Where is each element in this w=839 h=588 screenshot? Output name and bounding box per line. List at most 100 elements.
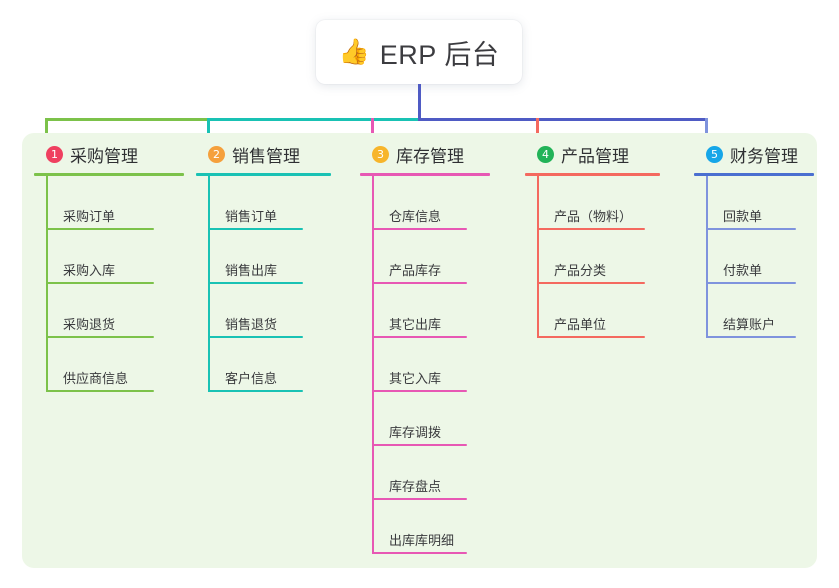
leaf-item-label: 其它出库 [389, 317, 442, 332]
column-title: 销售管理 [232, 146, 300, 166]
leaf-item-label: 采购入库 [63, 263, 116, 278]
column-badge-4: 4 [537, 145, 554, 163]
leaf-item[interactable]: 其它出库 [372, 284, 467, 338]
column-spine [372, 176, 374, 554]
leaf-item-rule [208, 228, 303, 230]
column-badge-3: 3 [372, 145, 389, 163]
column-title: 财务管理 [730, 146, 798, 166]
leaf-item[interactable]: 回款单 [706, 176, 796, 230]
leaf-item[interactable]: 供应商信息 [46, 338, 154, 392]
column-header-5[interactable]: 5 财务管理 [694, 141, 814, 167]
leaf-item[interactable]: 结算账户 [706, 284, 796, 338]
column-spine [537, 176, 539, 338]
leaf-item-label: 其它入库 [389, 371, 442, 386]
leaf-item-label: 采购退货 [63, 317, 116, 332]
column-header-2[interactable]: 2 销售管理 [196, 141, 331, 167]
leaf-item-label: 销售退货 [225, 317, 278, 332]
leaf-item[interactable]: 销售订单 [208, 176, 303, 230]
leaf-item-rule [372, 228, 467, 230]
column-header-1[interactable]: 1 采购管理 [34, 141, 184, 167]
leaf-item-rule [208, 390, 303, 392]
leaf-item[interactable]: 产品单位 [537, 284, 645, 338]
leaf-list: 回款单付款单结算账户 [694, 176, 796, 338]
leaf-item[interactable]: 产品（物料） [537, 176, 645, 230]
leaf-list: 采购订单采购入库采购退货供应商信息 [34, 176, 154, 392]
leaf-item-label: 库存调拨 [389, 425, 442, 440]
leaf-item[interactable]: 采购入库 [46, 230, 154, 284]
leaf-item-label: 供应商信息 [63, 371, 129, 386]
leaf-item-label: 结算账户 [723, 317, 776, 332]
leaf-item-rule [537, 228, 645, 230]
leaf-item-label: 采购订单 [63, 209, 116, 224]
column-header-rule [360, 173, 490, 176]
leaf-item-label: 产品单位 [554, 317, 607, 332]
leaf-item-label: 回款单 [723, 209, 763, 224]
leaf-item-label: 产品分类 [554, 263, 607, 278]
column-badge-5: 5 [706, 145, 723, 163]
leaf-item-rule [706, 336, 796, 338]
column-drop-line-4 [536, 118, 539, 141]
leaf-item-label: 出库库明细 [389, 533, 455, 548]
column-库存管理: 3 库存管理仓库信息产品库存其它出库其它入库库存调拨库存盘点出库库明细 [360, 141, 490, 554]
leaf-item[interactable]: 销售退货 [208, 284, 303, 338]
leaf-item[interactable]: 采购退货 [46, 284, 154, 338]
leaf-item-rule [537, 336, 645, 338]
column-badge-2: 2 [208, 145, 225, 163]
leaf-item[interactable]: 库存调拨 [372, 392, 467, 446]
column-header-rule [196, 173, 331, 176]
root-drop-line [418, 84, 421, 121]
leaf-list: 产品（物料） 产品分类产品单位 [525, 176, 645, 338]
leaf-item[interactable]: 产品分类 [537, 230, 645, 284]
leaf-item-rule [706, 282, 796, 284]
leaf-item-rule [208, 282, 303, 284]
leaf-item-rule [372, 282, 467, 284]
leaf-item-rule [46, 336, 154, 338]
column-title: 采购管理 [70, 146, 138, 166]
leaf-item-rule [372, 444, 467, 446]
leaf-item[interactable]: 销售出库 [208, 230, 303, 284]
column-销售管理: 2 销售管理销售订单销售出库销售退货客户信息 [196, 141, 331, 392]
leaf-item-label: 库存盘点 [389, 479, 442, 494]
bus-segment-2 [207, 118, 419, 121]
leaf-item-rule [46, 282, 154, 284]
leaf-item[interactable]: 付款单 [706, 230, 796, 284]
column-title: 库存管理 [396, 146, 464, 166]
leaf-item-label: 销售订单 [225, 209, 278, 224]
column-badge-1: 1 [46, 145, 63, 163]
leaf-item-rule [537, 282, 645, 284]
leaf-item[interactable]: 库存盘点 [372, 446, 467, 500]
column-drop-line-3 [371, 118, 374, 141]
column-采购管理: 1 采购管理采购订单采购入库采购退货供应商信息 [34, 141, 184, 392]
leaf-item-label: 产品库存 [389, 263, 442, 278]
leaf-item-label: 销售出库 [225, 263, 278, 278]
column-spine [46, 176, 48, 392]
leaf-item[interactable]: 仓库信息 [372, 176, 467, 230]
bus-segment-3 [418, 118, 708, 121]
leaf-list: 仓库信息产品库存其它出库其它入库库存调拨库存盘点出库库明细 [360, 176, 467, 554]
column-spine [706, 176, 708, 338]
column-drop-line-5 [705, 118, 708, 141]
leaf-item-rule [46, 390, 154, 392]
leaf-item[interactable]: 采购订单 [46, 176, 154, 230]
leaf-item[interactable]: 出库库明细 [372, 500, 467, 554]
column-header-rule [34, 173, 184, 176]
leaf-item-label: 仓库信息 [389, 209, 442, 224]
leaf-item[interactable]: 产品库存 [372, 230, 467, 284]
leaf-item[interactable]: 其它入库 [372, 338, 467, 392]
column-spine [208, 176, 210, 392]
leaf-item[interactable]: 客户信息 [208, 338, 303, 392]
leaf-item-rule [372, 390, 467, 392]
thumbs-up-icon: 👍 [338, 37, 370, 66]
leaf-item-label: 客户信息 [225, 371, 278, 386]
diagram-panel [22, 133, 817, 568]
root-node-card[interactable]: 👍 ERP 后台 [316, 20, 522, 84]
leaf-list: 销售订单销售出库销售退货客户信息 [196, 176, 303, 392]
leaf-item-rule [372, 336, 467, 338]
column-header-3[interactable]: 3 库存管理 [360, 141, 490, 167]
column-header-rule [694, 173, 814, 176]
leaf-item-label: 付款单 [723, 263, 763, 278]
leaf-item-rule [372, 498, 467, 500]
column-财务管理: 5 财务管理回款单付款单结算账户 [694, 141, 814, 338]
